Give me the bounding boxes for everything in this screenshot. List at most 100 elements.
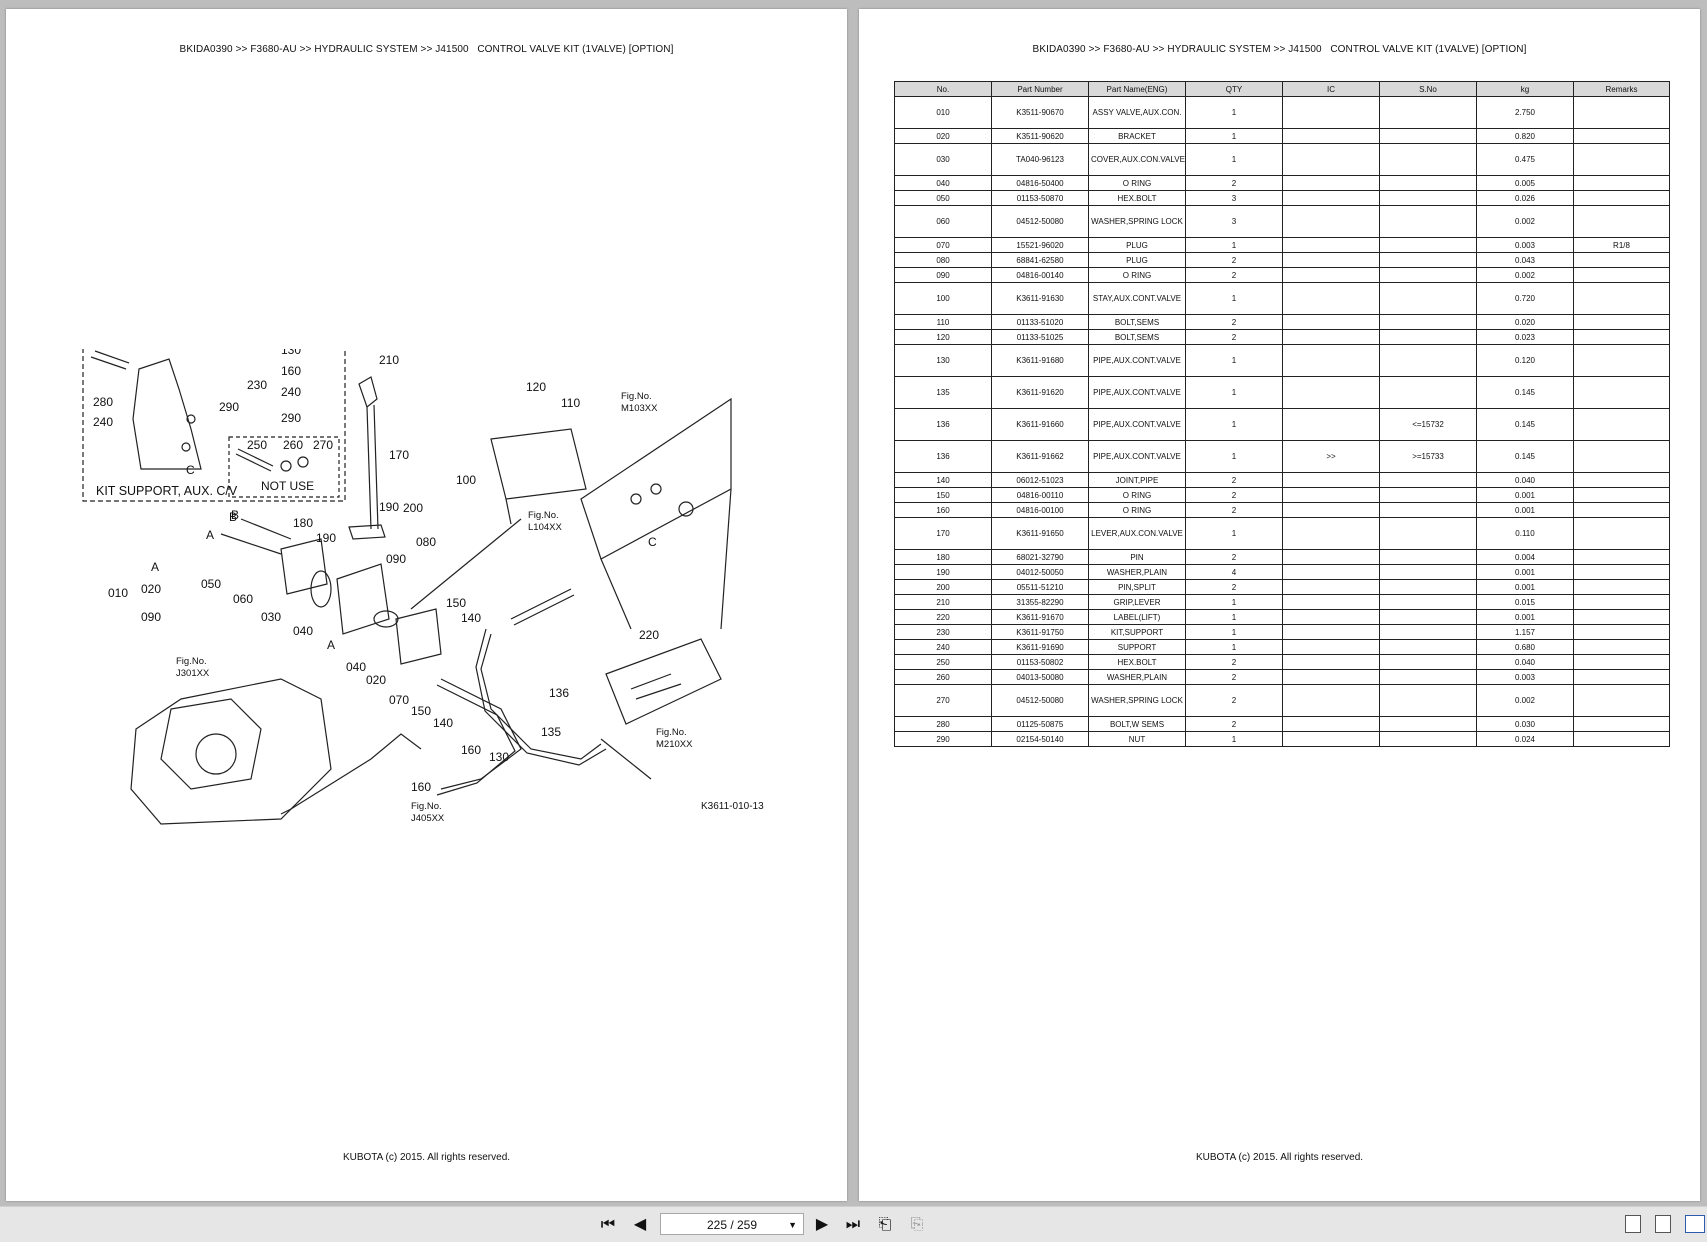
two-page-view-icon[interactable] bbox=[1685, 1215, 1705, 1233]
figure-reference[interactable]: M210XX bbox=[656, 739, 693, 750]
figure-reference[interactable]: M103XX bbox=[621, 403, 658, 414]
part-callout: C bbox=[186, 463, 195, 477]
column-header: IC bbox=[1282, 81, 1380, 97]
table-cell: 0.002 bbox=[1476, 205, 1574, 238]
table-cell: 180 bbox=[894, 549, 992, 565]
table-cell bbox=[1379, 669, 1477, 685]
chevron-down-icon[interactable]: ▼ bbox=[788, 1220, 797, 1230]
table-cell bbox=[1573, 205, 1670, 238]
table-cell: 01125-50875 bbox=[991, 716, 1089, 732]
table-cell: 060 bbox=[894, 205, 992, 238]
next-page-icon[interactable]: ▶ bbox=[815, 1216, 829, 1233]
prev-page-icon[interactable]: ◀ bbox=[633, 1216, 647, 1233]
table-cell: K3611-91662 bbox=[991, 440, 1089, 473]
table-cell bbox=[1282, 624, 1380, 640]
table-cell: 2.750 bbox=[1476, 96, 1574, 129]
figure-reference[interactable]: Fig.No. bbox=[528, 510, 559, 521]
table-cell: HEX.BOLT bbox=[1088, 190, 1186, 206]
table-cell: 0.020 bbox=[1476, 314, 1574, 330]
table-cell: 4 bbox=[1185, 564, 1283, 580]
table-cell bbox=[1379, 282, 1477, 315]
figure-reference[interactable]: L104XX bbox=[528, 522, 562, 533]
table-cell: 250 bbox=[894, 654, 992, 670]
table-cell: 2 bbox=[1185, 487, 1283, 503]
part-callout: 190 bbox=[316, 531, 336, 545]
part-callout: 200 bbox=[403, 501, 423, 515]
continuous-view-icon[interactable] bbox=[1655, 1215, 1671, 1233]
back-view-icon[interactable]: ⎗ bbox=[878, 1216, 892, 1233]
part-callout: 090 bbox=[386, 552, 406, 566]
table-cell bbox=[1282, 654, 1380, 670]
part-callout: 290 bbox=[219, 400, 239, 414]
table-cell: BOLT,SEMS bbox=[1088, 314, 1186, 330]
figure-reference[interactable]: Fig.No. bbox=[621, 391, 652, 402]
part-callout: A bbox=[206, 528, 214, 542]
table-cell bbox=[1282, 344, 1380, 377]
table-cell: BRACKET bbox=[1088, 128, 1186, 144]
table-cell: 0.002 bbox=[1476, 267, 1574, 283]
table-cell: 04013-50080 bbox=[991, 669, 1089, 685]
table-cell: PIPE,AUX.CONT.VALVE bbox=[1088, 344, 1186, 377]
column-header: Part Name(ENG) bbox=[1088, 81, 1186, 97]
figure-reference[interactable]: Fig.No. bbox=[656, 727, 687, 738]
table-cell bbox=[1573, 344, 1670, 377]
table-cell: 0.040 bbox=[1476, 654, 1574, 670]
table-cell: 1.157 bbox=[1476, 624, 1574, 640]
first-page-icon[interactable]: ⏮ bbox=[600, 1216, 616, 1233]
table-cell: 1 bbox=[1185, 282, 1283, 315]
column-header: Remarks bbox=[1573, 81, 1670, 97]
last-page-icon[interactable]: ⏭ bbox=[845, 1216, 861, 1233]
table-cell bbox=[1379, 624, 1477, 640]
table-cell: >=15733 bbox=[1379, 440, 1477, 473]
table-cell: 130 bbox=[894, 344, 992, 377]
table-cell: 090 bbox=[894, 267, 992, 283]
column-header: S.No bbox=[1379, 81, 1477, 97]
table-cell: 0.026 bbox=[1476, 190, 1574, 206]
table-cell bbox=[1282, 487, 1380, 503]
figure-reference[interactable]: J301XX bbox=[176, 668, 210, 679]
table-cell bbox=[1379, 344, 1477, 377]
table-cell: 0.005 bbox=[1476, 175, 1574, 191]
column-header: No. bbox=[894, 81, 992, 97]
part-callout: 240 bbox=[281, 385, 301, 399]
single-page-view-icon[interactable] bbox=[1625, 1215, 1641, 1233]
part-callout: 160 bbox=[461, 743, 481, 757]
part-callout: 280 bbox=[93, 395, 113, 409]
figure-reference[interactable]: Fig.No. bbox=[411, 801, 442, 812]
part-callout: 040 bbox=[293, 624, 313, 638]
part-callout: 040 bbox=[346, 660, 366, 674]
table-cell: K3611-91690 bbox=[991, 639, 1089, 655]
table-cell bbox=[1379, 716, 1477, 732]
table-cell: PIPE,AUX.CONT.VALVE bbox=[1088, 440, 1186, 473]
table-cell bbox=[1379, 205, 1477, 238]
table-cell bbox=[1282, 408, 1380, 441]
table-cell: 2 bbox=[1185, 654, 1283, 670]
figure-reference[interactable]: J405XX bbox=[411, 813, 445, 824]
table-cell: 280 bbox=[894, 716, 992, 732]
table-cell: 1 bbox=[1185, 440, 1283, 473]
table-cell bbox=[1379, 579, 1477, 595]
table-cell: 0.040 bbox=[1476, 472, 1574, 488]
part-callout: 100 bbox=[456, 473, 476, 487]
table-cell: 2 bbox=[1185, 684, 1283, 717]
table-cell: BOLT,SEMS bbox=[1088, 329, 1186, 345]
table-cell: 1 bbox=[1185, 517, 1283, 550]
table-cell: 0.023 bbox=[1476, 329, 1574, 345]
table-cell bbox=[1573, 564, 1670, 580]
table-cell: 04816-50400 bbox=[991, 175, 1089, 191]
forward-view-icon[interactable]: ⎘ bbox=[910, 1216, 924, 1233]
table-cell: 0.003 bbox=[1476, 237, 1574, 253]
breadcrumb-right: BKIDA0390 >> F3680-AU >> HYDRAULIC SYSTE… bbox=[1032, 44, 1527, 55]
page-number-input[interactable]: 225 / 259 ▼ bbox=[660, 1213, 804, 1235]
footer-left: KUBOTA (c) 2015. All rights reserved. bbox=[342, 1152, 511, 1163]
table-cell: COVER,AUX.CON.VALVE bbox=[1088, 143, 1186, 176]
table-cell: 0.002 bbox=[1476, 684, 1574, 717]
table-cell: 04512-50080 bbox=[991, 684, 1089, 717]
figure-reference[interactable]: Fig.No. bbox=[176, 656, 207, 667]
